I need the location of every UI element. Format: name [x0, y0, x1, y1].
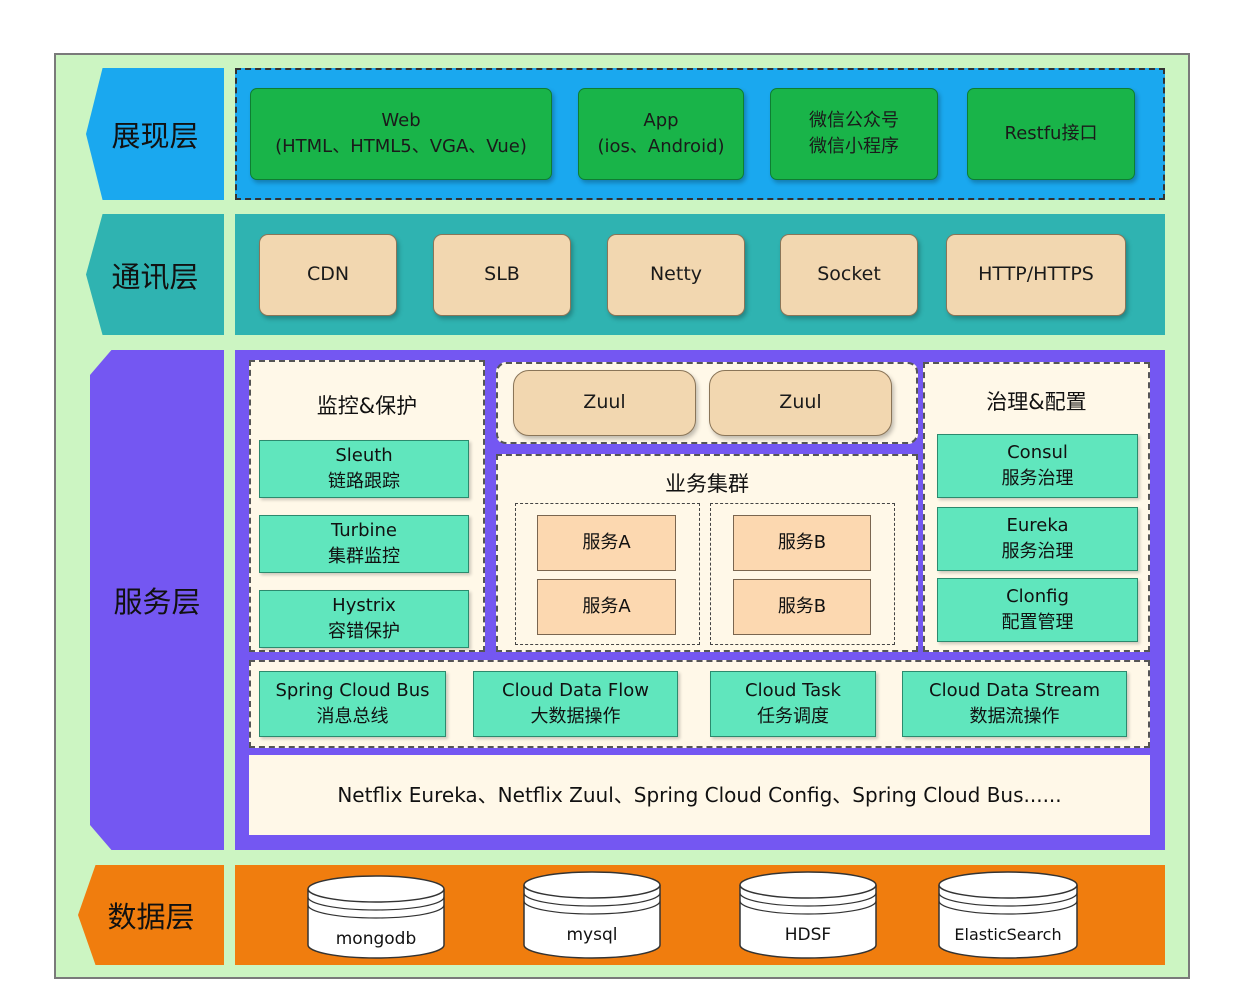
- turbine-title: Turbine: [331, 519, 397, 541]
- turbine-subtitle: 集群监控: [328, 546, 400, 567]
- config-title: Clonfig: [1006, 585, 1069, 607]
- cloud-data-flow-subtitle: 大数据操作: [530, 706, 621, 727]
- consul-subtitle: 服务治理: [1001, 468, 1074, 489]
- wechat-title: 微信公众号: [809, 109, 899, 131]
- database-elasticsearch-icon: ElasticSearch: [938, 871, 1078, 959]
- presentation-restful-box: Restfu接口: [967, 88, 1135, 180]
- layer-label-data: 数据层: [107, 900, 195, 934]
- database-mysql-label: mysql: [566, 925, 618, 945]
- gateway-zuul-label-1: Zuul: [583, 391, 626, 414]
- comm-socket-label: Socket: [817, 263, 881, 286]
- layer-tag-presentation: 展现层: [86, 68, 224, 200]
- service-b-label-1: 服务B: [777, 531, 827, 553]
- service-b-label-2: 服务B: [777, 595, 827, 617]
- app-title: App: [643, 109, 679, 131]
- presentation-app-box: App (ios、Android): [578, 88, 744, 180]
- service-b-box-1: 服务B: [733, 515, 871, 571]
- cloud-data-flow-title: Cloud Data Flow: [502, 679, 649, 701]
- database-hdsf-label: HDSF: [784, 925, 832, 945]
- gateway-zuul-label-2: Zuul: [779, 391, 822, 414]
- cloud-data-stream-subtitle: 数据流操作: [969, 706, 1060, 727]
- governance-eureka-box: Eureka 服务治理: [937, 507, 1138, 571]
- comm-slb-box: SLB: [433, 234, 571, 316]
- cluster-a-group: [515, 503, 700, 645]
- governance-config-box: Clonfig 配置管理: [937, 578, 1138, 642]
- layer-label-presentation: 展现层: [111, 119, 199, 153]
- config-subtitle: 配置管理: [1001, 612, 1074, 633]
- presentation-wechat-box: 微信公众号 微信小程序: [770, 88, 938, 180]
- service-a-box-2: 服务A: [537, 579, 676, 635]
- service-a-label-1: 服务A: [582, 531, 631, 553]
- service-footer-text: Netflix Eureka、Netflix Zuul、Spring Cloud…: [337, 782, 1062, 807]
- comm-http-box: HTTP/HTTPS: [946, 234, 1126, 316]
- restful-title: Restfu接口: [1004, 122, 1098, 144]
- web-subtitle: (HTML、HTML5、VGA、Vue): [275, 136, 527, 157]
- database-elasticsearch-label: ElasticSearch: [954, 925, 1062, 944]
- cluster-title: 业务集群: [665, 472, 749, 496]
- sleuth-title: Sleuth: [335, 444, 393, 466]
- bus-cloud-data-flow-box: Cloud Data Flow 大数据操作: [473, 671, 678, 737]
- layer-tag-communication: 通讯层: [86, 214, 224, 335]
- bus-cloud-task-box: Cloud Task 任务调度: [710, 671, 876, 737]
- service-b-box-2: 服务B: [733, 579, 871, 635]
- comm-netty-label: Netty: [649, 263, 703, 286]
- wechat-subtitle: 微信小程序: [809, 136, 899, 157]
- spring-cloud-bus-title: Spring Cloud Bus: [275, 679, 430, 701]
- governance-title: 治理&配置: [986, 390, 1087, 414]
- comm-cdn-label: CDN: [306, 263, 350, 286]
- eureka-title: Eureka: [1006, 514, 1069, 536]
- comm-cdn-box: CDN: [259, 234, 397, 316]
- eureka-subtitle: 服务治理: [1001, 541, 1074, 562]
- bus-spring-cloud-bus-box: Spring Cloud Bus 消息总线: [259, 671, 446, 737]
- gateway-zuul-box-1: Zuul: [513, 370, 696, 436]
- monitor-title: 监控&保护: [316, 394, 418, 418]
- presentation-web-box: Web (HTML、HTML5、VGA、Vue): [250, 88, 552, 180]
- cloud-task-title: Cloud Task: [745, 679, 841, 701]
- layer-tag-service: 服务层: [90, 350, 224, 850]
- comm-socket-box: Socket: [780, 234, 918, 316]
- layer-label-service: 服务层: [113, 585, 201, 619]
- layer-label-communication: 通讯层: [111, 259, 199, 294]
- service-a-label-2: 服务A: [582, 595, 631, 617]
- hystrix-subtitle: 容错保护: [328, 621, 400, 642]
- monitor-hystrix-box: Hystrix 容错保护: [259, 590, 469, 648]
- comm-netty-box: Netty: [607, 234, 745, 316]
- sleuth-subtitle: 链路跟踪: [328, 471, 400, 492]
- cloud-task-subtitle: 任务调度: [757, 706, 829, 727]
- app-subtitle: (ios、Android): [597, 136, 725, 157]
- monitor-turbine-box: Turbine 集群监控: [259, 515, 469, 573]
- database-mongodb-icon: mongodb: [307, 875, 445, 959]
- spring-cloud-bus-subtitle: 消息总线: [316, 706, 389, 727]
- service-footer-strip: Netflix Eureka、Netflix Zuul、Spring Cloud…: [249, 755, 1150, 835]
- bus-cloud-data-stream-box: Cloud Data Stream 数据流操作: [902, 671, 1127, 737]
- comm-slb-label: SLB: [484, 263, 520, 286]
- web-title: Web: [381, 109, 421, 131]
- database-mongodb-label: mongodb: [335, 929, 417, 949]
- consul-title: Consul: [1007, 441, 1068, 463]
- gateway-zuul-box-2: Zuul: [709, 370, 892, 436]
- monitor-sleuth-box: Sleuth 链路跟踪: [259, 440, 469, 498]
- cluster-b-group: [710, 503, 895, 645]
- database-mysql-icon: mysql: [523, 871, 661, 959]
- cloud-data-stream-title: Cloud Data Stream: [929, 679, 1100, 701]
- governance-consul-box: Consul 服务治理: [937, 434, 1138, 498]
- hystrix-title: Hystrix: [332, 594, 396, 616]
- layer-tag-data: 数据层: [78, 865, 224, 965]
- service-a-box-1: 服务A: [537, 515, 676, 571]
- comm-http-label: HTTP/HTTPS: [978, 263, 1094, 286]
- database-hdsf-icon: HDSF: [739, 871, 877, 959]
